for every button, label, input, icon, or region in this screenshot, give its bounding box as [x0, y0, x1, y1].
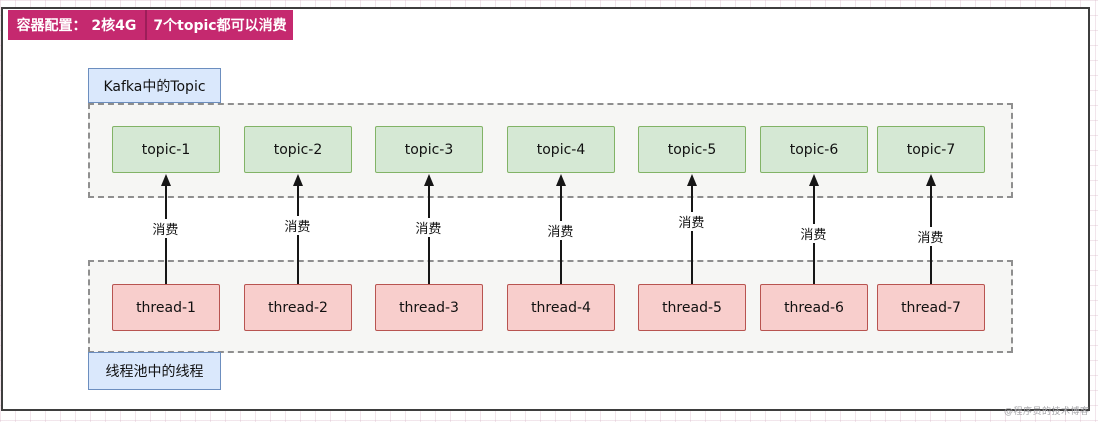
arrow-up-icon	[555, 174, 566, 186]
topic-node-6: topic-6	[760, 126, 868, 173]
consume-arrow-7: 消费	[901, 174, 961, 284]
kafka-topics-section-label: Kafka中的Topic	[88, 68, 221, 103]
arrow-line	[691, 184, 693, 284]
topic-node-3: topic-3	[375, 126, 483, 173]
header-bar: 容器配置： 2核4G 7个topic都可以消费	[8, 10, 293, 40]
arrow-up-icon	[925, 174, 936, 186]
consume-arrow-6: 消费	[784, 174, 844, 284]
topic-node-2: topic-2	[244, 126, 352, 173]
arrow-up-icon	[808, 174, 819, 186]
arrow-up-icon	[423, 174, 434, 186]
thread-node-2: thread-2	[244, 284, 352, 331]
consume-label: 消费	[798, 224, 829, 243]
topic-node-1: topic-1	[112, 126, 220, 173]
thread-node-7: thread-7	[877, 284, 985, 331]
topic-node-5: topic-5	[638, 126, 746, 173]
thread-node-3: thread-3	[375, 284, 483, 331]
consume-label: 消费	[676, 212, 707, 231]
consume-arrow-3: 消费	[399, 174, 459, 284]
consume-arrow-2: 消费	[268, 174, 328, 284]
consume-label: 消费	[915, 227, 946, 246]
thread-node-5: thread-5	[638, 284, 746, 331]
consume-label: 消费	[545, 221, 576, 240]
container-config-badge: 容器配置： 2核4G	[8, 10, 147, 40]
thread-pool-section-label: 线程池中的线程	[88, 352, 221, 390]
topic-note-badge: 7个topic都可以消费	[147, 10, 293, 40]
thread-node-4: thread-4	[507, 284, 615, 331]
consume-label: 消费	[282, 216, 313, 235]
arrow-up-icon	[160, 174, 171, 186]
thread-node-1: thread-1	[112, 284, 220, 331]
watermark: @程序员的技术博客	[1004, 407, 1090, 417]
arrow-up-icon	[292, 174, 303, 186]
consume-arrow-1: 消费	[136, 174, 196, 284]
consume-label: 消费	[413, 218, 444, 237]
consume-arrow-5: 消费	[662, 174, 722, 284]
consume-label: 消费	[150, 219, 181, 238]
topic-node-7: topic-7	[877, 126, 985, 173]
arrow-up-icon	[686, 174, 697, 186]
topic-node-4: topic-4	[507, 126, 615, 173]
thread-node-6: thread-6	[760, 284, 868, 331]
consume-arrow-4: 消费	[531, 174, 591, 284]
